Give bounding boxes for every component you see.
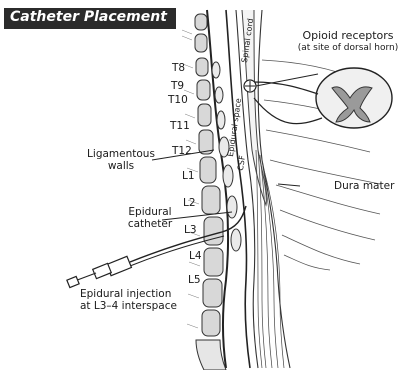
injection-label-line1: Epidural injection — [80, 288, 177, 300]
ligamentous-label-line1: Ligamentous — [86, 148, 156, 160]
label-l5: L5 — [188, 274, 201, 286]
sacrum — [196, 340, 226, 370]
nerve-roots — [256, 150, 284, 368]
label-l1: L1 — [182, 170, 195, 182]
diagram-title: Catheter Placement — [10, 9, 167, 25]
label-t9: T9 — [171, 80, 184, 92]
label-t8: T8 — [172, 62, 185, 74]
vertebra-t9 — [197, 80, 210, 100]
catheter-label-line2: catheter — [120, 218, 180, 230]
vertebra-t12 — [200, 157, 216, 183]
label-l3: L3 — [184, 224, 197, 236]
vertebra-t10 — [198, 104, 211, 126]
epidural-injection-label: Epidural injection at L3–4 interspace — [80, 288, 177, 312]
opioid-label-line1: Opioid receptors — [292, 30, 404, 42]
vertebra-l3 — [204, 248, 223, 276]
label-t11: T11 — [170, 120, 190, 132]
opioid-receptors-label: Opioid receptors (at site of dorsal horn… — [292, 30, 404, 54]
syringe-hub — [67, 256, 132, 287]
label-t12: T12 — [172, 145, 192, 157]
label-l2: L2 — [183, 197, 196, 209]
ligamentous-label-line2: walls — [86, 160, 156, 172]
dorsal-horn-inset — [252, 68, 392, 128]
epidural-catheter-label: Epidural catheter — [120, 206, 180, 230]
dura-mater-label: Dura mater — [334, 180, 394, 192]
vertebra-l4 — [203, 279, 222, 307]
vertebra-l5 — [202, 310, 220, 336]
catheter-label-line1: Epidural — [120, 206, 180, 218]
vertebra-l1 — [202, 186, 220, 214]
vertebra-t8 — [196, 58, 208, 76]
opioid-label-line2: (at site of dorsal horn) — [292, 42, 404, 54]
ligamentous-walls-label: Ligamentous walls — [86, 148, 156, 172]
label-t10: T10 — [168, 94, 188, 106]
label-l4: L4 — [189, 250, 202, 262]
injection-label-line2: at L3–4 interspace — [80, 300, 177, 312]
